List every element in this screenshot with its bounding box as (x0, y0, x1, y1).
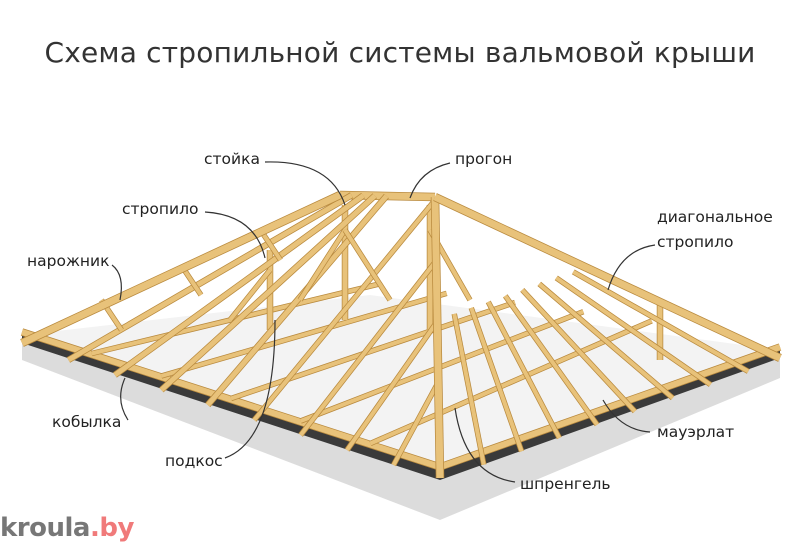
kobylka (345, 320, 439, 452)
foundation (22, 295, 780, 520)
kobylka (452, 313, 486, 466)
kobylka (572, 270, 750, 374)
kobylka (555, 276, 712, 387)
podkos (228, 268, 272, 322)
kobylka (391, 381, 441, 466)
label-narozhnik: нарожник (27, 252, 110, 270)
narozhnik (20, 191, 342, 347)
label-kobylka: кобылка (52, 413, 122, 431)
stropilo (113, 193, 365, 378)
logo-name: kroula (0, 513, 90, 543)
site-logo: kroula.by (0, 513, 134, 543)
logo-tld: .by (89, 513, 134, 543)
stropilo (67, 193, 353, 363)
podkos (298, 228, 347, 302)
podkos (343, 228, 392, 302)
label-stoyka: стойка (204, 150, 260, 168)
kobylka (537, 282, 674, 400)
kobylka (486, 300, 562, 439)
mauerlat (439, 344, 781, 470)
kobylka (469, 307, 524, 452)
label-shprengel: шпренгель (520, 475, 611, 493)
progon (339, 191, 436, 201)
kobylka (503, 294, 599, 426)
label-mauerlat: мауэрлат (657, 423, 735, 441)
shprengel (230, 300, 516, 401)
mauerlat (21, 329, 441, 470)
kobylka (252, 198, 437, 422)
label-progon: прогон (455, 150, 513, 168)
diagonal-rafter (431, 196, 444, 479)
label-podkos: подкос (165, 452, 223, 470)
kobylka (520, 288, 637, 413)
rafter-system (20, 190, 782, 479)
stropilo (205, 194, 389, 407)
stropilo (159, 193, 377, 392)
label-stropilo: стропило (122, 200, 199, 218)
leader-lines (111, 161, 656, 483)
label-diagonal-line2: стропило (657, 233, 734, 251)
diagram-title: Схема стропильной системы вальмовой крыш… (44, 36, 756, 69)
kobylka (299, 259, 438, 437)
label-diagonal-line1: диагональное (657, 208, 773, 226)
diagonal-rafter (433, 193, 782, 362)
